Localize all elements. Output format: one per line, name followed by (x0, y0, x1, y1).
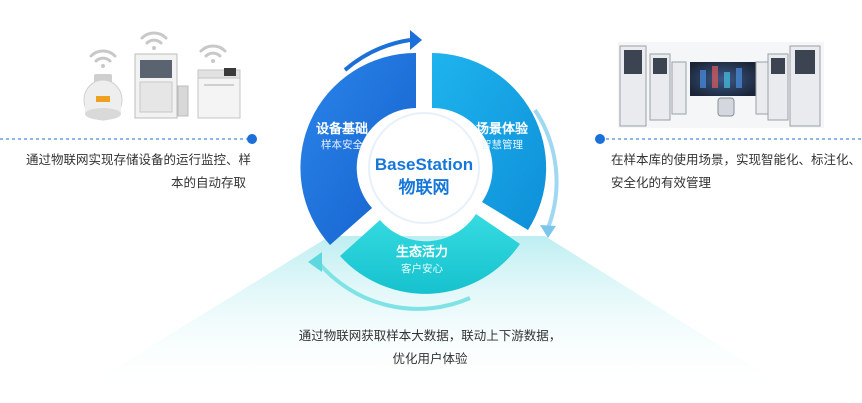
storage-cabinet-icon (134, 53, 189, 119)
segment-left-title: 设备基础 (316, 121, 368, 137)
arrow-head-bottom (308, 252, 322, 272)
segment-bottom-title: 生态活力 (396, 244, 448, 260)
caption-right-line-1: 在样本库的使用场景，实现智能化、标注化、 (611, 152, 862, 167)
arrow-ring-right (533, 108, 559, 229)
caption-bottom-line-2: 优化用户体验 (392, 351, 468, 366)
segment-bottom-subtitle: 客户安心 (401, 262, 443, 275)
center-circle (369, 113, 479, 223)
arrow-ring-top (343, 38, 411, 72)
segment-right[interactable] (432, 53, 547, 230)
freezer-icon (197, 68, 241, 119)
lab-room-image (618, 42, 824, 128)
center-title: BaseStation (375, 155, 473, 174)
segment-right-title: 场景体验 (476, 121, 529, 137)
caption-right: 在样本库的使用场景，实现智能化、标注化、 安全化的有效管理 (611, 148, 862, 194)
connector-dot-right (595, 134, 605, 144)
segment-left[interactable] (300, 52, 416, 245)
cryo-tank-icon (83, 74, 123, 121)
caption-left: 通过物联网实现存储设备的运行监控、样 本的自动存取 (26, 148, 252, 194)
caption-bottom-line-1: 通过物联网获取样本大数据，联动上下游数据， (298, 328, 562, 343)
connector-dot-left (247, 134, 257, 144)
center-subtitle: 物联网 (399, 177, 450, 198)
segment-bottom[interactable] (340, 214, 520, 294)
wifi-icon (89, 31, 227, 68)
segment-left-subtitle: 样本安全 (321, 138, 363, 151)
caption-bottom: 通过物联网获取样本大数据，联动上下游数据， 优化用户体验 (240, 324, 620, 370)
arrow-ring-bottom (316, 260, 471, 311)
light-beam (70, 236, 800, 396)
caption-left-line-2: 本的自动存取 (170, 175, 246, 190)
arrow-head-top (410, 30, 422, 50)
caption-right-line-2: 安全化的有效管理 (611, 175, 712, 190)
arrow-head-right (540, 225, 556, 238)
segment-right-subtitle: 智慧管理 (481, 138, 523, 151)
caption-left-line-1: 通过物联网实现存储设备的运行监控、样 (26, 152, 252, 167)
